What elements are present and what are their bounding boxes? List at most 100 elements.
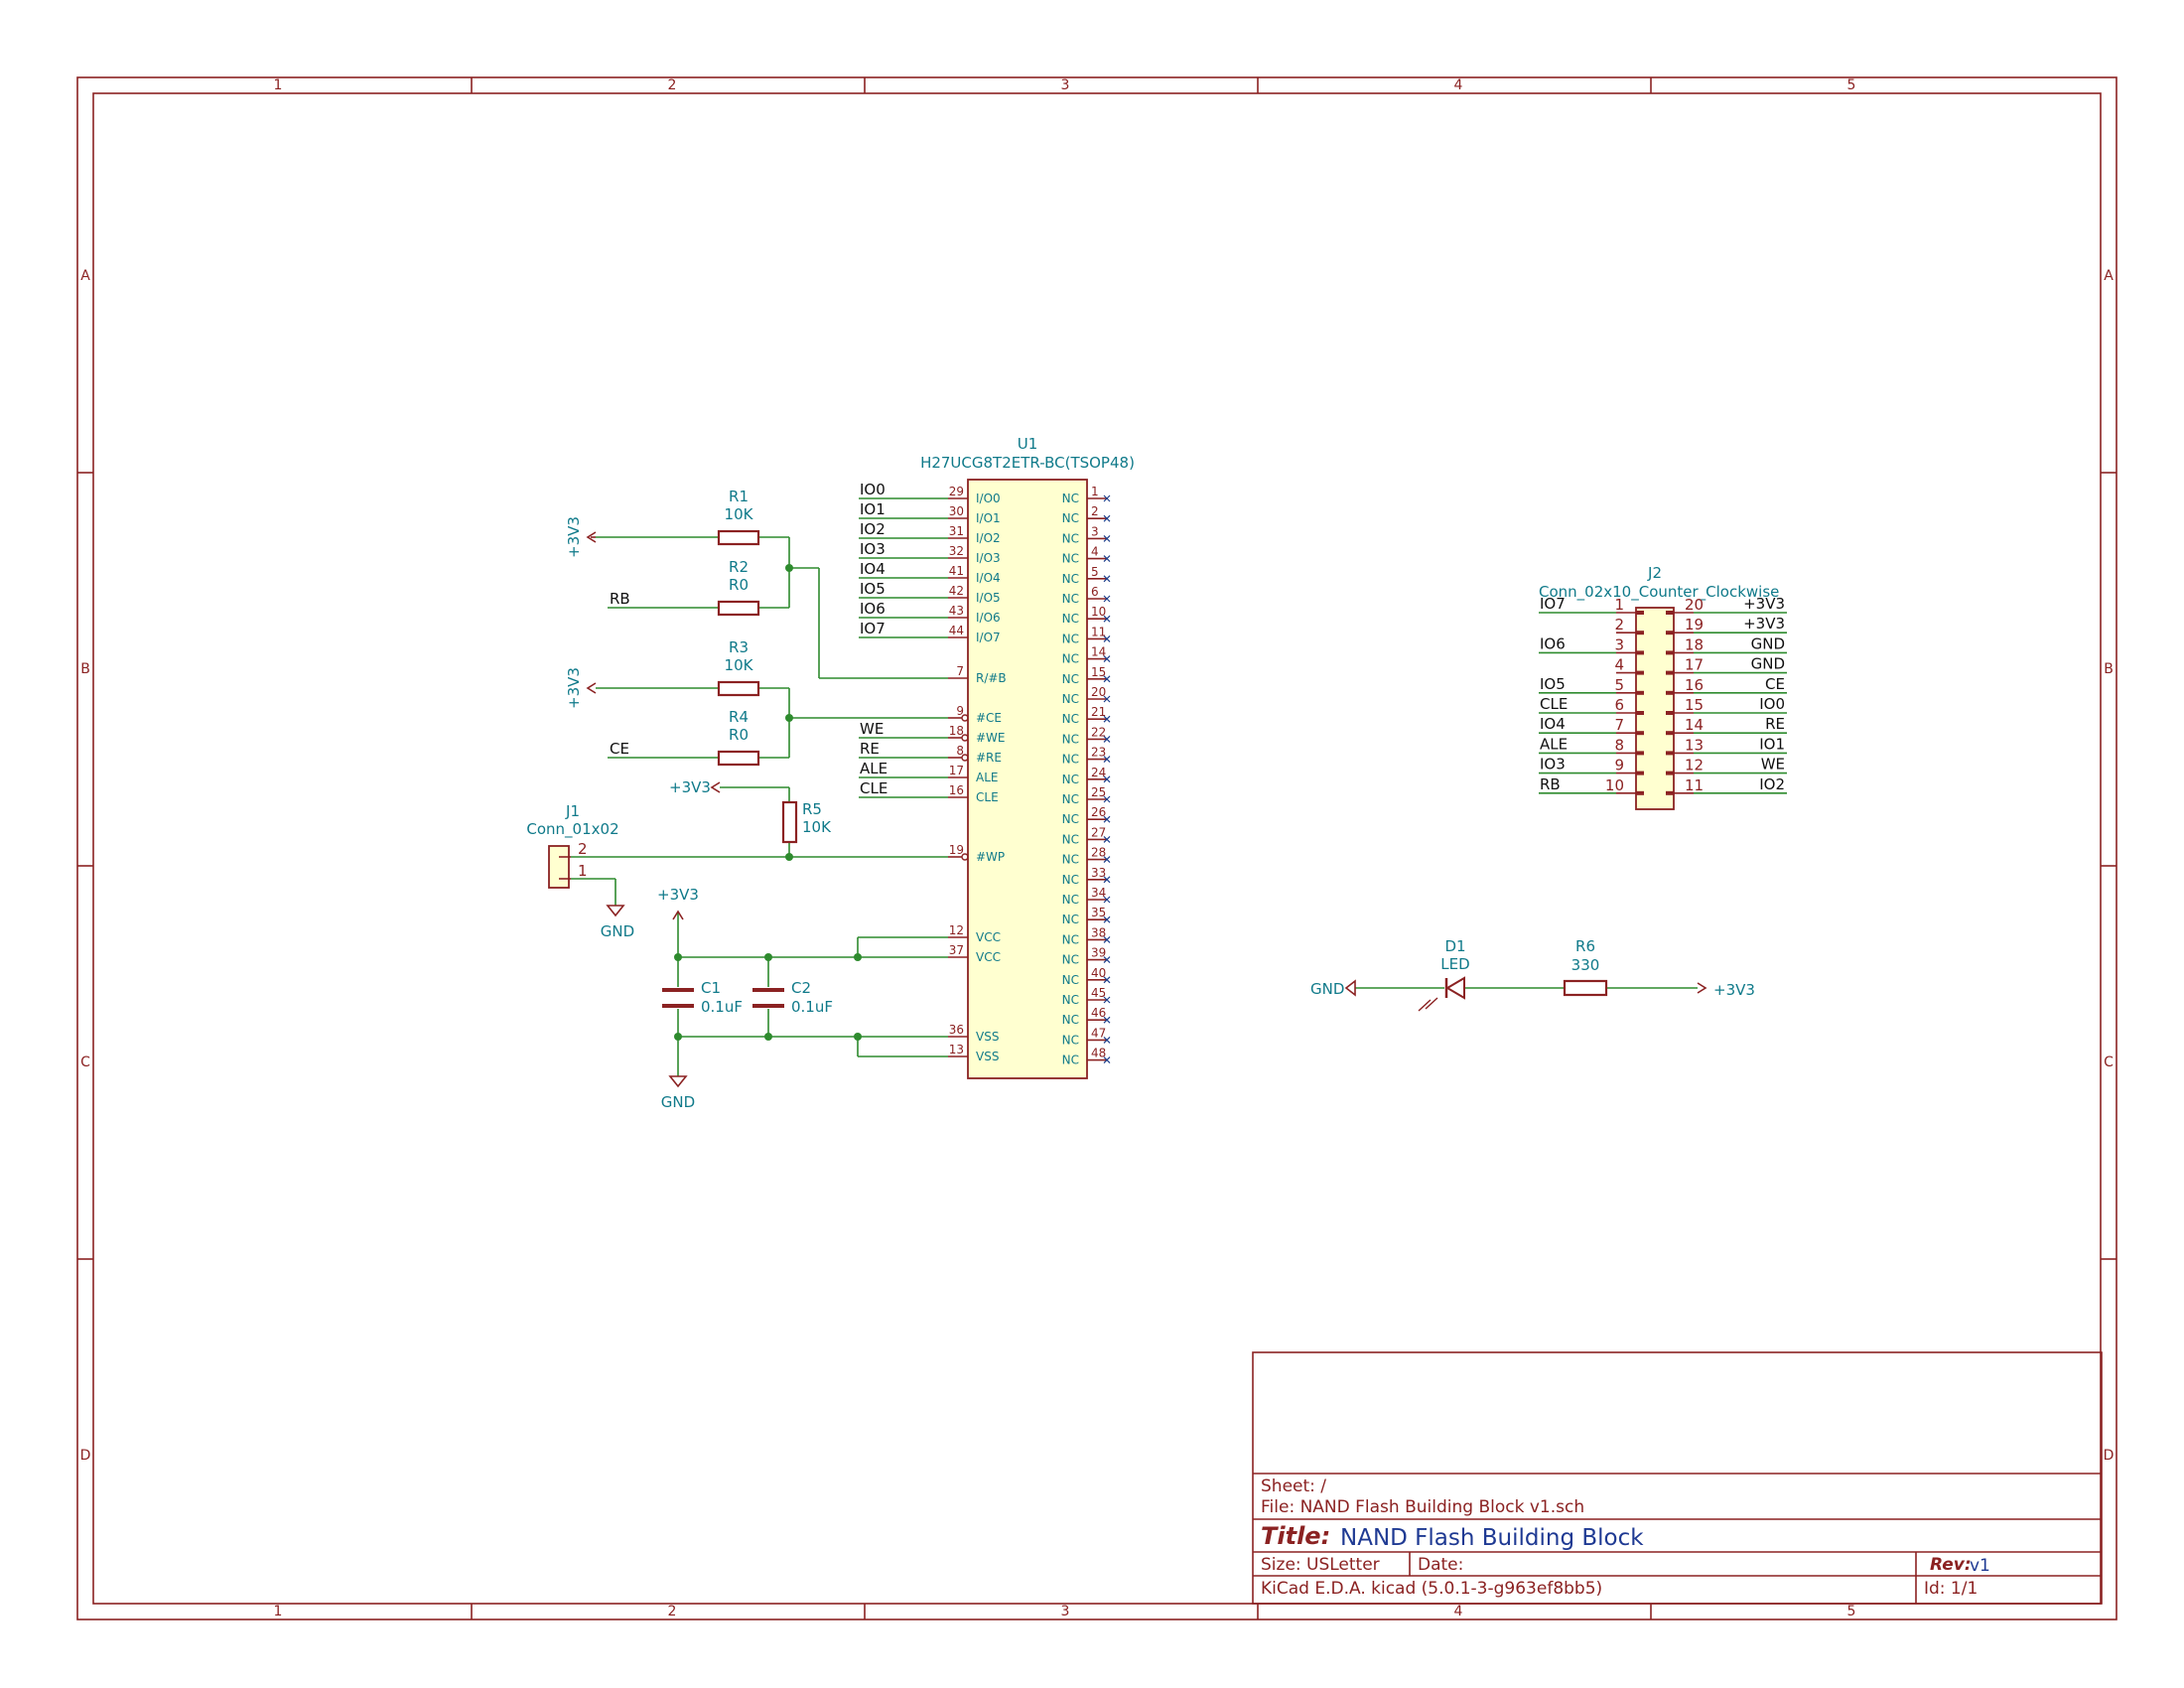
tb-id: Id: 1/1 <box>1924 1579 1978 1599</box>
u1-pin-19[interactable]: 19#WP <box>948 843 1005 864</box>
u1-pin-9[interactable]: 9#CE <box>948 704 1002 725</box>
sheet-frame <box>76 76 2117 1620</box>
u1-pin-18[interactable]: 18#WE <box>948 724 1006 745</box>
j2-pin-4[interactable]: 4 <box>1614 656 1644 675</box>
tb-sheet: Sheet: / <box>1261 1477 1326 1496</box>
connector-j1[interactable]: J1 Conn_01x02 2 1 <box>526 802 619 889</box>
u1-pin-name: I/O0 <box>976 492 1001 505</box>
resistor-r5[interactable]: R5 10K <box>781 800 832 844</box>
resistor-r6[interactable]: R6 330 <box>1563 937 1608 997</box>
power-flag-gnd-j1: GND <box>601 905 634 940</box>
u1-pin-number: 47 <box>1091 1026 1106 1040</box>
col-label: 4 <box>1454 77 1463 93</box>
u1-pin-8[interactable]: 8#RE <box>948 744 1002 765</box>
col-label: 5 <box>1847 77 1856 93</box>
led-d1[interactable]: D1 LED <box>1418 937 1470 1012</box>
u1-pin-number: 5 <box>1091 565 1099 579</box>
u1-pin-number: 45 <box>1091 986 1106 1000</box>
capacitor-c1[interactable]: C1 0.1uF <box>662 979 743 1016</box>
u1-pin-number: 4 <box>1091 545 1099 559</box>
d1-value: LED <box>1440 955 1469 973</box>
u1-pin-name: NC <box>1062 873 1079 887</box>
u1-pin-5[interactable]: NC 5 <box>1062 565 1111 586</box>
col-label: 1 <box>274 77 283 93</box>
u1-ref: U1 <box>1018 435 1038 453</box>
u1-pin-number: 38 <box>1091 925 1106 939</box>
resistor-r1[interactable]: R1 10K <box>717 488 760 546</box>
d1-ref: D1 <box>1444 937 1465 955</box>
capacitor-c2[interactable]: C2 0.1uF <box>752 979 833 1016</box>
u1-pin-name: NC <box>1062 572 1079 586</box>
resistor-r2[interactable]: R2 R0 <box>717 558 760 617</box>
j2-pin-19[interactable]: 19+3V3 <box>1666 615 1787 635</box>
j2-pin-20[interactable]: 20+3V3 <box>1666 595 1787 615</box>
r3-ref: R3 <box>729 638 749 656</box>
net-label-io7: IO7 <box>860 620 886 637</box>
j2-pin-2[interactable]: 2 <box>1614 616 1644 635</box>
resistor-r3[interactable]: R3 10K <box>717 638 760 697</box>
resistor-r4[interactable]: R4 R0 <box>717 708 760 767</box>
